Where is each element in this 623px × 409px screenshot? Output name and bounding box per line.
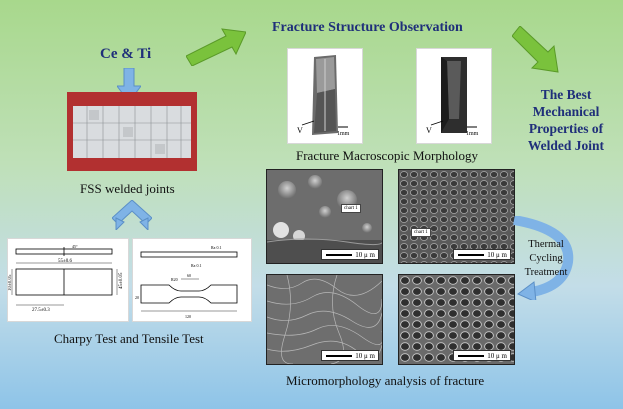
- tensile-dim-radius: R20: [171, 277, 178, 282]
- macro-2-scale: 1mm: [466, 131, 479, 137]
- charpy-dim-length: 55±0.6: [58, 259, 72, 264]
- sem-2-scale: 10 μ m: [453, 249, 511, 260]
- best-properties-label: The Best Mechanical Properties of Welded…: [527, 87, 605, 153]
- charpy-dim-half: 27.5±0.3: [32, 308, 50, 313]
- macro-fracture-image-2: V 1mm: [416, 48, 492, 144]
- ti-label: Ti: [137, 46, 152, 62]
- sem-1-scale: 10 μ m: [321, 249, 379, 260]
- sem-image-3: 10 μ m: [266, 274, 383, 365]
- sem-image-2: chart 1 10 μ m: [398, 169, 515, 264]
- ce-label: Ce: [100, 46, 118, 62]
- macro-1-scale: 1mm: [337, 131, 350, 137]
- sem-image-4: 10 μ m: [398, 274, 515, 365]
- charpy-dim-height: 10±0.05: [8, 274, 13, 291]
- fss-label: FSS welded joints: [80, 181, 175, 196]
- fracture-title: Fracture Structure Observation: [272, 20, 463, 35]
- macro-fracture-image-1: V 1mm: [287, 48, 363, 144]
- tensile-dim-ra-mid: Ra 0.1: [191, 263, 201, 268]
- tensile-dim-length: 120: [185, 314, 191, 319]
- thermal-label: Thermal Cycling Treatment: [524, 239, 568, 278]
- ce-ti-label: Ce & Ti: [100, 46, 151, 63]
- charpy-label: Charpy Test and Tensile Test: [54, 331, 204, 346]
- thermal-cycling-arrow-icon: [513, 216, 574, 300]
- macro-1-v-mark: V: [297, 126, 303, 135]
- tensile-dim-ra-top: Ra 0.1: [211, 245, 221, 250]
- sem-1-label: chart 1: [341, 204, 361, 213]
- charpy-dim-angle: 45°: [72, 244, 78, 249]
- green-arrow-up-icon: [186, 28, 246, 66]
- sem-2-label: chart 1: [411, 228, 431, 237]
- tensile-test-drawing: Ra 0.1 Ra 0.1 60 R20 20 120: [132, 238, 252, 322]
- split-arrow-icon: [112, 200, 152, 230]
- sem-image-1: chart 1 10 μ m: [266, 169, 383, 264]
- sem-4-scale: 10 μ m: [453, 350, 511, 361]
- macro-2-v-mark: V: [426, 126, 432, 135]
- tensile-dim-gauge: 60: [187, 273, 191, 278]
- amp-label: &: [117, 46, 138, 62]
- fss-welded-joints-photo: [67, 92, 197, 171]
- charpy-dim-width: 45±0.05: [119, 272, 124, 289]
- tensile-dim-width: 20: [135, 295, 139, 300]
- green-arrow-down-icon: [512, 26, 559, 73]
- charpy-test-drawing: 55±0.6 10±0.05 27.5±0.3 45° 45±0.05: [7, 238, 129, 322]
- micro-label: Micromorphology analysis of fracture: [286, 373, 485, 388]
- sem-3-scale: 10 μ m: [321, 350, 379, 361]
- macro-label: Fracture Macroscopic Morphology: [296, 148, 478, 163]
